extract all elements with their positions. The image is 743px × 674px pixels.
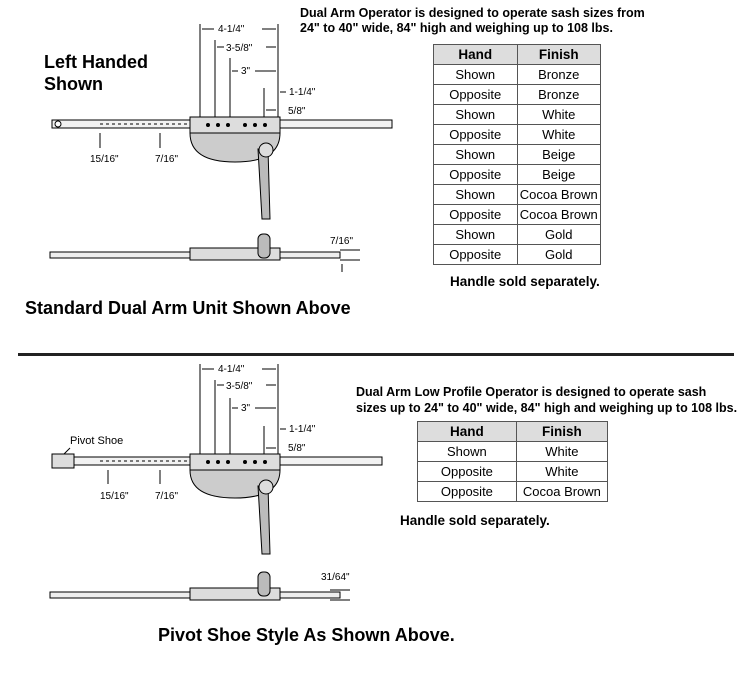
hand-cell: Shown [433, 104, 518, 125]
top-header-hand: Hand [433, 44, 518, 65]
finish-cell: Bronze [516, 84, 601, 105]
bottom-dim-3: 3" [241, 403, 251, 414]
bottom-dim-15-16: 15/16" [100, 491, 129, 502]
finish-cell: Cocoa Brown [516, 184, 601, 205]
hand-cell: Opposite [433, 84, 518, 105]
hand-cell: Opposite [433, 124, 518, 145]
top-dim-15-16: 15/16" [90, 154, 119, 165]
hand-cell: Shown [417, 441, 517, 462]
bottom-base [189, 469, 281, 499]
top-dim-3: 3" [241, 66, 251, 77]
pivot-shoe [51, 453, 75, 469]
top-handle [257, 148, 271, 220]
bottom-handle-note: Handle sold separately. [400, 513, 550, 528]
finish-cell: Bronze [516, 64, 601, 85]
left-handed-label: Left Handed Shown [44, 51, 148, 95]
finish-cell: White [516, 124, 601, 145]
hand-cell: Opposite [433, 164, 518, 185]
bottom-header-finish: Finish [515, 421, 609, 442]
top-handle-note: Handle sold separately. [450, 274, 600, 289]
top-dim-7-16: 7/16" [155, 154, 178, 165]
hand-cell: Opposite [433, 244, 518, 265]
left-handed-line2: Shown [44, 74, 103, 94]
finish-cell: Cocoa Brown [516, 204, 601, 225]
top-base [189, 132, 281, 163]
top-dim-3-5-8: 3-5/8" [226, 43, 253, 54]
bottom-dim-profile: 31/64" [321, 572, 350, 583]
left-handed-line1: Left Handed [44, 52, 149, 72]
section-divider [18, 353, 734, 356]
top-note-line2: 24" to 40" wide, 84" high and weighing u… [300, 21, 613, 35]
top-caption: Standard Dual Arm Unit Shown Above [25, 298, 351, 318]
finish-cell: Beige [516, 164, 601, 185]
bottom-dim-1-1-4: 1-1/4" [289, 424, 316, 435]
bottom-note-line2: sizes up to 24" to 40" wide, 84" high an… [356, 401, 738, 415]
bottom-note-line1: Dual Arm Low Profile Operator is designe… [356, 385, 707, 399]
hand-cell: Opposite [433, 204, 518, 225]
top-dim-5-8: 5/8" [288, 106, 306, 117]
hand-cell: Shown [433, 224, 518, 245]
bottom-operator-diagram: 4-1/4" 3-5/8" 3" 1-1/4" 5/8" Pivot Shoe … [49, 364, 383, 601]
bottom-dim-4-1-4: 4-1/4" [218, 364, 245, 375]
pivot-shoe-label: Pivot Shoe [70, 435, 123, 447]
top-dim-4-1-4: 4-1/4" [218, 24, 245, 35]
finish-cell: Cocoa Brown [515, 481, 609, 502]
top-table-header: Hand Finish [433, 44, 601, 65]
finish-cell: White [515, 461, 609, 482]
top-note-line1: Dual Arm Operator is designed to operate… [300, 6, 645, 20]
bottom-dim-5-8: 5/8" [288, 443, 306, 454]
top-operator-diagram: 4-1/4" 3-5/8" 3" 1-1/4" 5/8" 15/16" 7/16… [49, 24, 393, 272]
finish-cell: Beige [516, 144, 601, 165]
top-header-finish: Finish [516, 44, 601, 65]
bottom-caption: Pivot Shoe Style As Shown Above. [158, 625, 455, 645]
hand-cell: Shown [433, 144, 518, 165]
bottom-header-hand: Hand [417, 421, 517, 442]
hand-cell: Opposite [417, 481, 517, 502]
finish-cell: White [516, 104, 601, 125]
finish-cell: White [515, 441, 609, 462]
hand-cell: Opposite [417, 461, 517, 482]
hand-cell: Shown [433, 64, 518, 85]
bottom-table-header: Hand Finish [417, 421, 609, 442]
bottom-dim-3-5-8: 3-5/8" [226, 381, 253, 392]
top-dim-1-1-4: 1-1/4" [289, 87, 316, 98]
bottom-dim-7-16: 7/16" [155, 491, 178, 502]
bottom-handle [257, 485, 271, 555]
hand-cell: Shown [433, 184, 518, 205]
top-dim-profile: 7/16" [330, 236, 353, 247]
finish-cell: Gold [516, 224, 601, 245]
finish-cell: Gold [516, 244, 601, 265]
